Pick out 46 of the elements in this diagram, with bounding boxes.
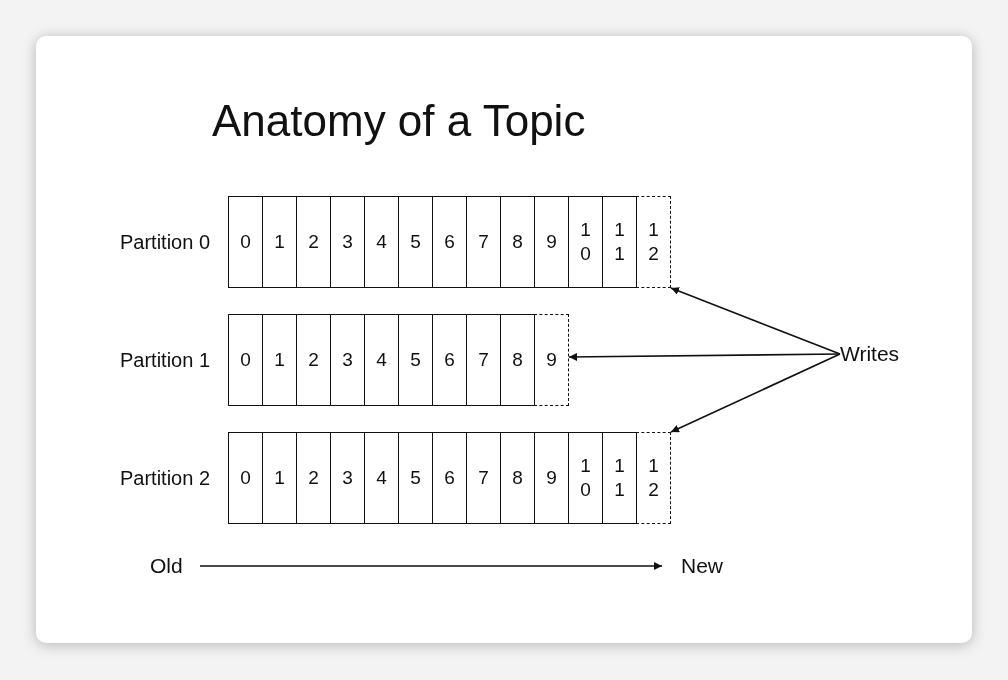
partition-label: Partition 0	[118, 230, 212, 255]
offset-cell: 4	[364, 314, 399, 406]
offset-cell: 9	[534, 314, 569, 406]
offset-cell: 1	[262, 314, 297, 406]
partition-label: Partition 2	[118, 466, 212, 491]
offset-cell: 2	[296, 196, 331, 288]
offset-cell: 2	[296, 314, 331, 406]
offset-cell: 0	[228, 314, 263, 406]
offset-cell: 6	[432, 196, 467, 288]
offset-cell: 5	[398, 432, 433, 524]
offset-cell: 5	[398, 314, 433, 406]
writes-label: Writes	[840, 342, 900, 366]
offset-cell: 7	[466, 196, 501, 288]
offset-cell: 3	[330, 432, 365, 524]
offset-cell: 4	[364, 196, 399, 288]
offset-cell: 10	[568, 196, 603, 288]
arrow	[670, 287, 841, 355]
offset-cell: 1	[262, 432, 297, 524]
offset-cell: 1	[262, 196, 297, 288]
offset-cell: 7	[466, 432, 501, 524]
arrow	[568, 352, 841, 361]
axis-label: New	[681, 554, 723, 578]
title: Anatomy of a Topic	[212, 96, 586, 146]
offset-cell: 12	[636, 196, 671, 288]
offset-cell: 9	[534, 432, 569, 524]
offset-cell: 10	[568, 432, 603, 524]
offset-cell: 4	[364, 432, 399, 524]
arrow	[670, 353, 841, 433]
offset-cell: 8	[500, 196, 535, 288]
offset-cell: 8	[500, 314, 535, 406]
offset-cell: 5	[398, 196, 433, 288]
offset-cell: 3	[330, 196, 365, 288]
offset-cell: 7	[466, 314, 501, 406]
offset-cell: 6	[432, 314, 467, 406]
offset-cell: 8	[500, 432, 535, 524]
offset-cell: 9	[534, 196, 569, 288]
axis-label: Old	[150, 554, 183, 578]
offset-cell: 3	[330, 314, 365, 406]
offset-cell: 6	[432, 432, 467, 524]
partition-label: Partition 1	[118, 348, 212, 373]
offset-cell: 11	[602, 432, 637, 524]
offset-cell: 0	[228, 432, 263, 524]
offset-cell: 2	[296, 432, 331, 524]
offset-cell: 11	[602, 196, 637, 288]
offset-cell: 0	[228, 196, 263, 288]
offset-cell: 12	[636, 432, 671, 524]
